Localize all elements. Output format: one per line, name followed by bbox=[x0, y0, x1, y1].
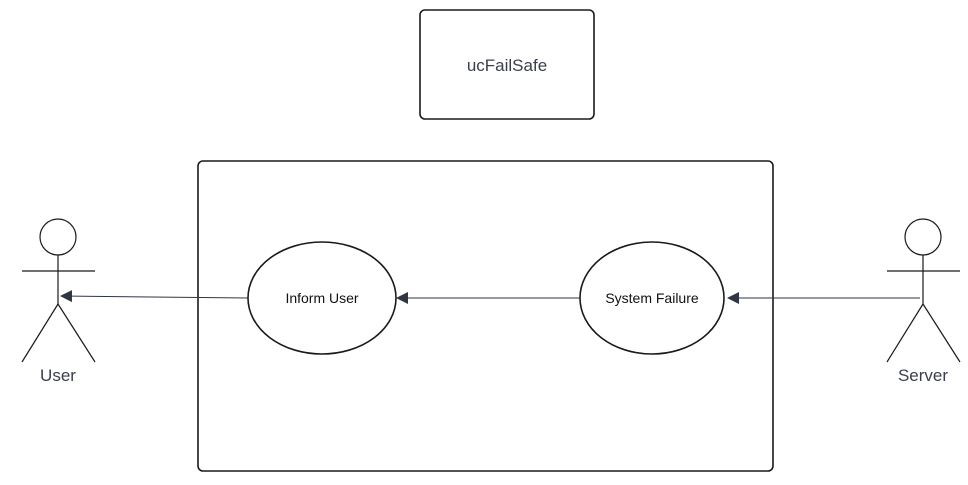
association-inform-user-user[interactable] bbox=[60, 290, 249, 303]
use-case-system-failure-label: System Failure bbox=[605, 290, 699, 306]
use-case-inform-user[interactable]: Inform User bbox=[247, 241, 397, 355]
use-case-system-failure[interactable]: System Failure bbox=[579, 241, 725, 355]
actor-server-label: Server bbox=[898, 366, 948, 385]
actor-user-label: User bbox=[40, 366, 76, 385]
actor-server[interactable] bbox=[886, 218, 961, 363]
system-boundary[interactable] bbox=[197, 160, 774, 472]
actor-user[interactable] bbox=[21, 218, 96, 363]
use-case-inform-user-label: Inform User bbox=[285, 290, 358, 306]
title-box[interactable]: ucFailSafe bbox=[419, 9, 595, 120]
diagram-title: ucFailSafe bbox=[467, 56, 547, 75]
